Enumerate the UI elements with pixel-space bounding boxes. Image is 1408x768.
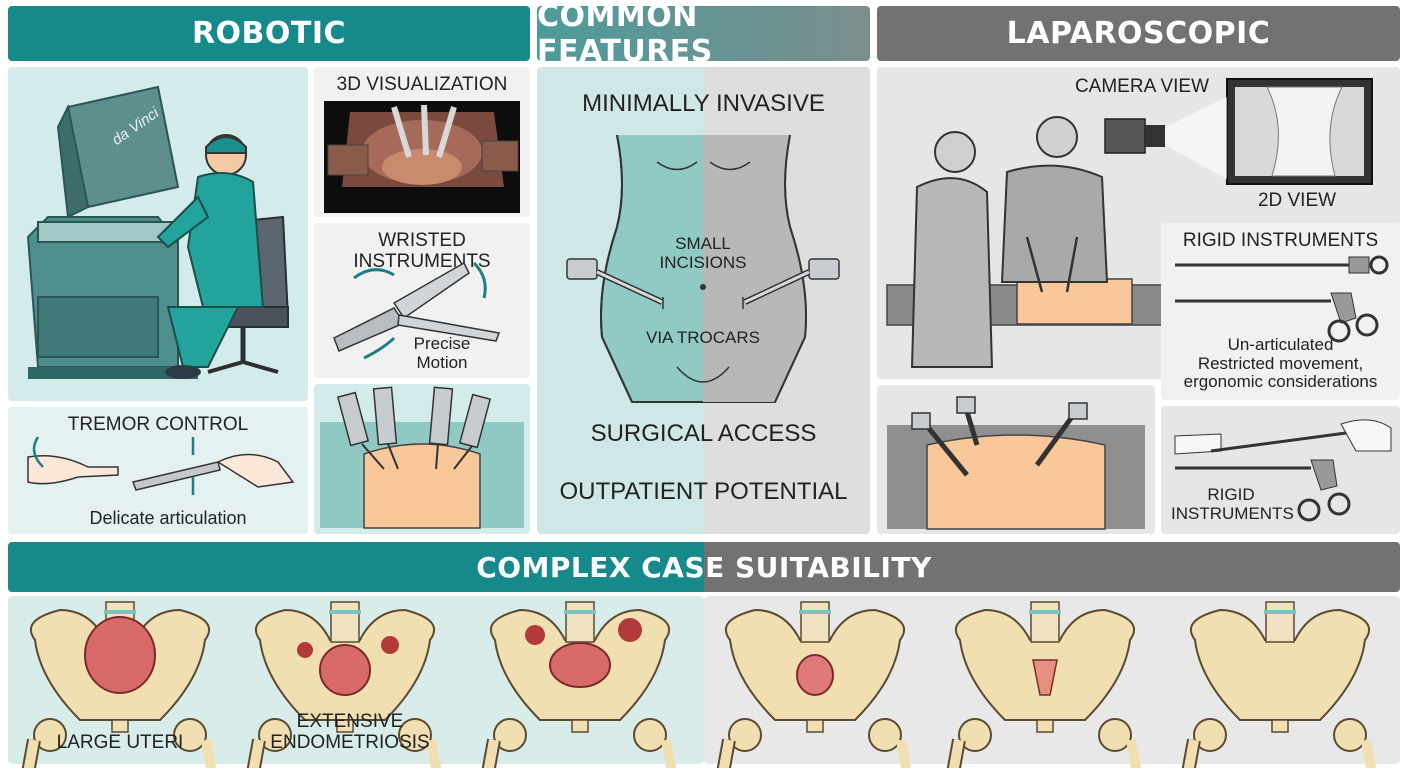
extensive-line: EXTENSIVE <box>296 711 404 732</box>
pelvis-lap-1 <box>719 602 911 768</box>
camera-view-label: CAMERA VIEW <box>1074 76 1210 97</box>
surgeon-console-illustration <box>26 85 290 379</box>
rigid-description: Un-articulated Restricted movement, ergo… <box>1161 335 1400 392</box>
delicate-articulation-label: Delicate articulation <box>89 508 247 528</box>
laparoscopic-ports-panel <box>877 385 1155 534</box>
large-uteri-label: LARGE UTERI <box>56 732 184 753</box>
restricted-line: Restricted movement, <box>1197 353 1364 373</box>
laparoscopic-ports-illustration <box>887 396 1145 530</box>
robotic-ports-panel <box>314 384 530 534</box>
surgical-access-label: SURGICAL ACCESS <box>590 420 817 447</box>
visualization-panel: 3D VISUALIZATION <box>314 67 530 217</box>
outpatient-potential-label: OUTPATIENT POTENTIAL <box>559 478 848 505</box>
complex-case-header: COMPLEX CASE SUITABILITY <box>8 542 1400 592</box>
extensive-endometriosis-label: EXTENSIVE ENDOMETRIOSIS <box>265 711 435 754</box>
motion-line: Motion <box>416 352 468 372</box>
laparoscopic-scene-illustration <box>886 78 1373 368</box>
robotic-header: ROBOTIC <box>8 6 530 61</box>
torso-illustration <box>566 134 840 403</box>
endometriosis-line: ENDOMETRIOSIS <box>270 731 430 753</box>
unarticulated-line: Un-articulated <box>1227 335 1334 354</box>
visualization-label: 3D VISUALIZATION <box>336 74 508 95</box>
pelvis-endometriosis <box>249 602 441 768</box>
hand-instrument-illustration <box>1174 419 1392 522</box>
small-incisions-label: SMALL INCISIONS <box>653 234 753 272</box>
pelvis-complex-3 <box>484 602 676 768</box>
2d-view-label: 2D VIEW <box>1257 190 1337 211</box>
ergonomic-line: ergonomic considerations <box>1183 372 1378 392</box>
precise-line: Precise <box>413 334 471 353</box>
rigid-instruments-hand-panel: RIGID INSTRUMENTS <box>1161 406 1400 534</box>
pelvis-large-uteri <box>24 602 216 768</box>
rigid-instrument-illustration <box>1175 255 1389 343</box>
minimally-invasive-label: MINIMALLY INVASIVE <box>582 90 825 117</box>
common-features-panel: MINIMALLY INVASIVE SMALL INCISIONS VIA T… <box>537 67 870 534</box>
incisions-line: INCISIONS <box>659 252 747 272</box>
wristed-instrument-illustration <box>333 261 501 360</box>
via-trocars-label: VIA TROCARS <box>646 328 760 347</box>
3d-visualization-view <box>324 101 520 213</box>
rigid-line: RIGID <box>1207 485 1255 504</box>
wristed-instruments-panel: WRISTED INSTRUMENTS Precise Motion <box>314 223 530 378</box>
tremor-control-panel: TREMOR CONTROL Delicate articulation <box>8 407 308 534</box>
rigid-instruments-caption: RIGID INSTRUMENTS <box>1171 485 1294 523</box>
precise-motion-label: Precise Motion <box>404 334 480 372</box>
pelvis-lap-3 <box>1184 602 1376 768</box>
pelvis-lap-2 <box>949 602 1141 768</box>
laparoscopic-header: LAPAROSCOPIC <box>877 6 1400 61</box>
rigid-instruments-panel: RIGID INSTRUMENTS Un-articulated Restric… <box>1161 223 1400 400</box>
robotic-console-panel: da Vinci <box>8 67 308 401</box>
tremor-control-label: TREMOR CONTROL <box>67 414 249 435</box>
tremor-control-illustration <box>27 436 295 495</box>
rigid-instruments-label: RIGID INSTRUMENTS <box>1182 230 1379 251</box>
instruments-line: INSTRUMENTS <box>1171 503 1294 523</box>
robotic-ports-illustration <box>320 386 524 529</box>
small-line: SMALL <box>675 234 731 253</box>
